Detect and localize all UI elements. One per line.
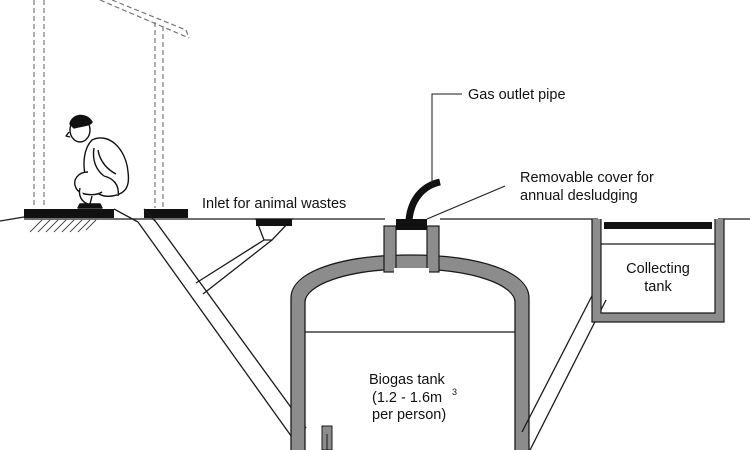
outlet-pipe [521, 287, 607, 450]
gas-outlet-pipe-label: Gas outlet pipe [468, 87, 566, 103]
biogas-tank-label-line3: per person) [372, 407, 446, 423]
gas-outlet-pipe-icon [405, 178, 441, 221]
removable-cover-label-line1: Removable cover for [520, 170, 654, 186]
tank-bottom-post [321, 425, 333, 450]
collecting-tank-label-line1: Collecting [626, 261, 690, 277]
latrine-inlet-pipe [113, 208, 307, 441]
biogas-tank-wall [291, 254, 529, 450]
label-leaders [426, 93, 506, 220]
biogas-tank-label-line1: Biogas tank [369, 372, 446, 388]
latrine-shed [33, 0, 190, 208]
latrine-slab-left [24, 209, 114, 218]
removable-cover [396, 219, 427, 230]
removable-cover-label-line2: annual desludging [520, 188, 638, 204]
animal-waste-inlet [195, 218, 294, 295]
latrine-slab-right [144, 209, 188, 218]
biogas-tank-label-superscript: 3 [452, 387, 457, 397]
squatting-person-icon [65, 114, 130, 209]
biogas-tank-label-line2: (1.2 - 1.6m [372, 390, 442, 406]
collecting-tank [591, 219, 725, 323]
ground-line [0, 216, 750, 222]
biogas-tank-outline-outer [290, 254, 530, 450]
foundation-hatching [29, 219, 97, 233]
collecting-tank-label-line2: tank [644, 279, 672, 295]
inlet-animal-wastes-label: Inlet for animal wastes [202, 196, 346, 212]
tank-neck [383, 225, 440, 276]
